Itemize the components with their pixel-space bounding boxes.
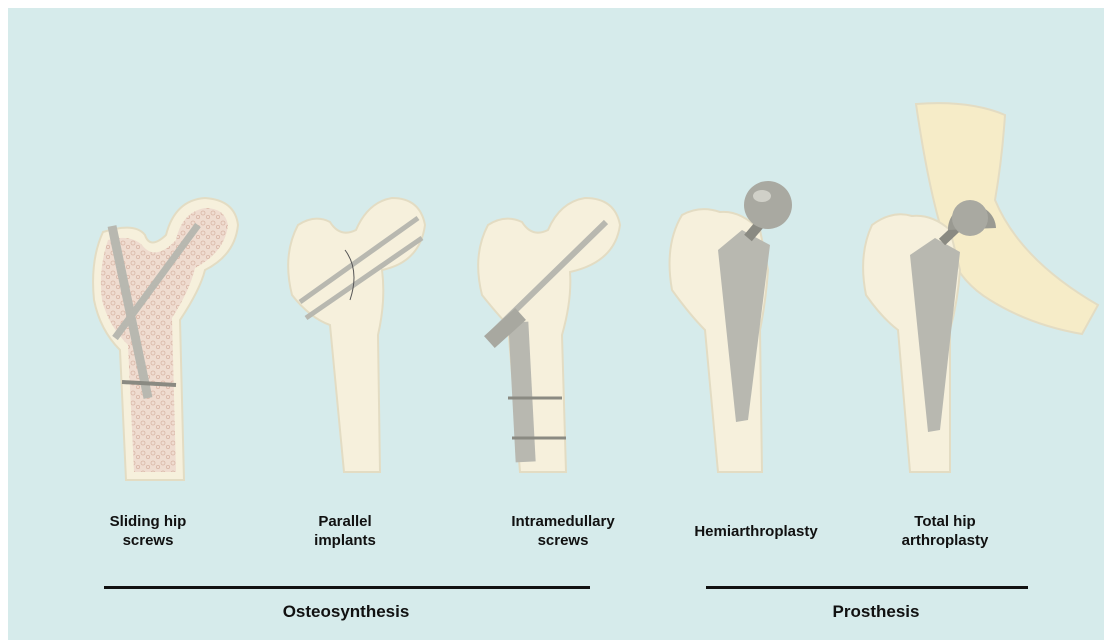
femur-parallel-implants: [288, 198, 425, 472]
group-label-prosthesis: Prosthesis: [806, 602, 946, 622]
group-label-osteosynthesis: Osteosynthesis: [246, 602, 446, 622]
femur-hemiarthroplasty: [670, 181, 792, 472]
femur-sliding-hip-screws: [93, 198, 238, 480]
prosthesis-divider: [706, 586, 1028, 589]
label-sliding-hip-screws: Sliding hip screws: [88, 512, 208, 550]
label-intramedullary-screws: Intramedullary screws: [488, 512, 638, 550]
label-hemiarthroplasty: Hemiarthroplasty: [676, 522, 836, 541]
label-parallel-implants: Parallel implants: [290, 512, 400, 550]
osteosynthesis-divider: [104, 586, 590, 589]
femur-intramedullary-screws: [478, 198, 620, 472]
label-total-hip-arthroplasty: Total hip arthroplasty: [880, 512, 1010, 550]
pelvis-total-hip-arthroplasty: [863, 103, 1098, 472]
